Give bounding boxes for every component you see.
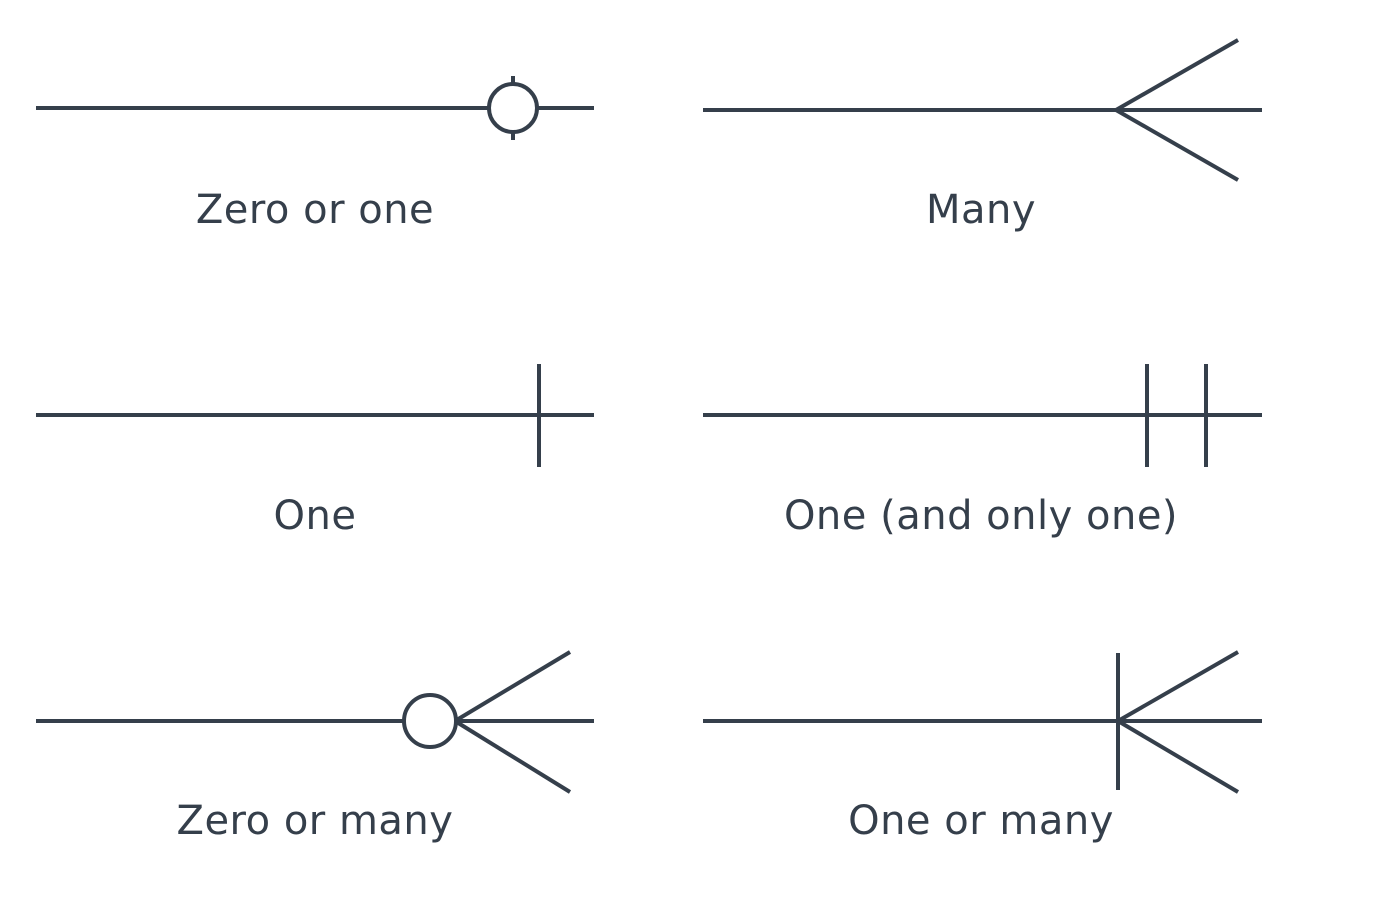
notation-label: Many: [926, 187, 1036, 233]
notation-label: One (and only one): [784, 493, 1178, 539]
notation-label: One: [274, 493, 357, 539]
crows-foot-lower-prong: [1115, 108, 1239, 182]
zero-circle: [402, 693, 458, 749]
crows-foot-upper-prong: [453, 650, 572, 723]
notation-label: Zero or many: [177, 798, 454, 844]
notation-zero-or-many: Zero or many: [36, 650, 594, 844]
crows-foot-upper-prong: [1115, 38, 1239, 112]
notation-label: One or many: [848, 798, 1114, 844]
notation-one-or-many: One or many: [703, 650, 1262, 844]
crows-foot-lower-prong: [1116, 719, 1240, 794]
notation-one: One: [36, 364, 594, 539]
notation-one-and-only-one: One (and only one): [703, 364, 1262, 539]
notation-many: Many: [703, 38, 1262, 233]
notation-zero-or-one: Zero or one: [36, 76, 594, 233]
notation-label: Zero or one: [196, 187, 434, 233]
zero-circle: [487, 82, 539, 134]
crows-foot-lower-prong: [453, 719, 572, 794]
crows-foot-upper-prong: [1117, 650, 1239, 723]
